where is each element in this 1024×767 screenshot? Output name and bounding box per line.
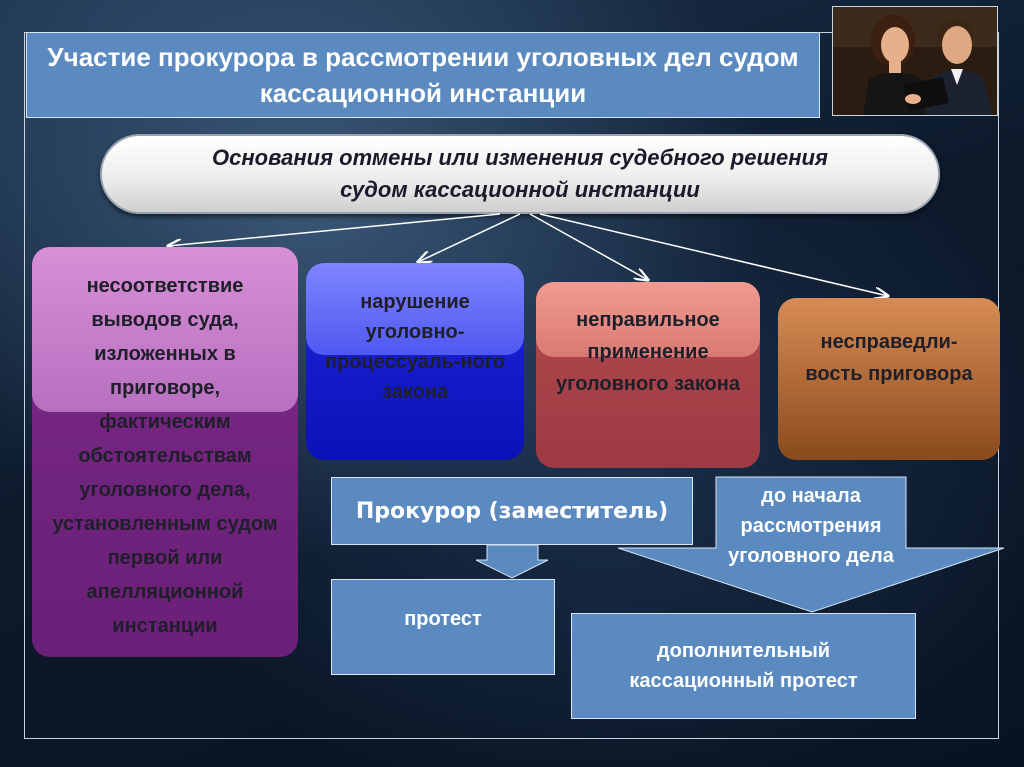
card-gloss <box>536 282 760 357</box>
arrow-to-ground-3 <box>529 213 648 280</box>
ground-label-4: несправедли-вость приговора <box>805 331 973 385</box>
arrow-to-ground-4 <box>539 213 888 296</box>
ground-card-2: нарушение уголовно-процессуаль-ного зако… <box>306 263 524 460</box>
additional-protest-label: дополнительный кассационный протест <box>629 640 858 692</box>
slide-title: Участие прокурора в рассмотрении уголовн… <box>26 32 820 118</box>
ground-label-1: несоответствие выводов суда, изложенных … <box>52 275 278 637</box>
ground-card-3: неправильное применение уголовного закон… <box>536 282 760 468</box>
ground-card-4: несправедли-вость приговора <box>778 298 1000 460</box>
card-gloss <box>32 247 298 412</box>
protest-label: протест <box>404 608 482 630</box>
before-arrow-shape <box>617 476 1005 613</box>
grounds-heading-text: Основания отмены или изменения судебного… <box>212 145 828 202</box>
ground-label-2: нарушение уголовно-процессуаль-ного зако… <box>324 291 506 403</box>
arrow-to-ground-1 <box>168 213 501 246</box>
prosecutor-label: Прокурор (заместитель) <box>355 498 669 524</box>
grounds-heading: Основания отмены или изменения судебного… <box>100 134 940 214</box>
prosecutor-down-arrow <box>475 544 549 579</box>
arrow-to-ground-2 <box>418 213 521 262</box>
card-gloss <box>306 263 524 355</box>
title-text: Участие прокурора в рассмотрении уголовн… <box>47 42 799 108</box>
people-photo <box>832 6 998 116</box>
protest-box: протест <box>331 579 555 675</box>
before-label: до начала рассмотрения уголовного дела <box>728 485 894 567</box>
people-illustration <box>833 7 997 115</box>
ground-label-3: неправильное применение уголовного закон… <box>556 309 740 395</box>
ground-card-1: несоответствие выводов суда, изложенных … <box>32 247 298 657</box>
additional-protest-box: дополнительный кассационный протест <box>571 613 916 719</box>
prosecutor-box: Прокурор (заместитель) <box>331 477 693 545</box>
before-box: до начала рассмотрения уголовного дела <box>716 477 906 567</box>
